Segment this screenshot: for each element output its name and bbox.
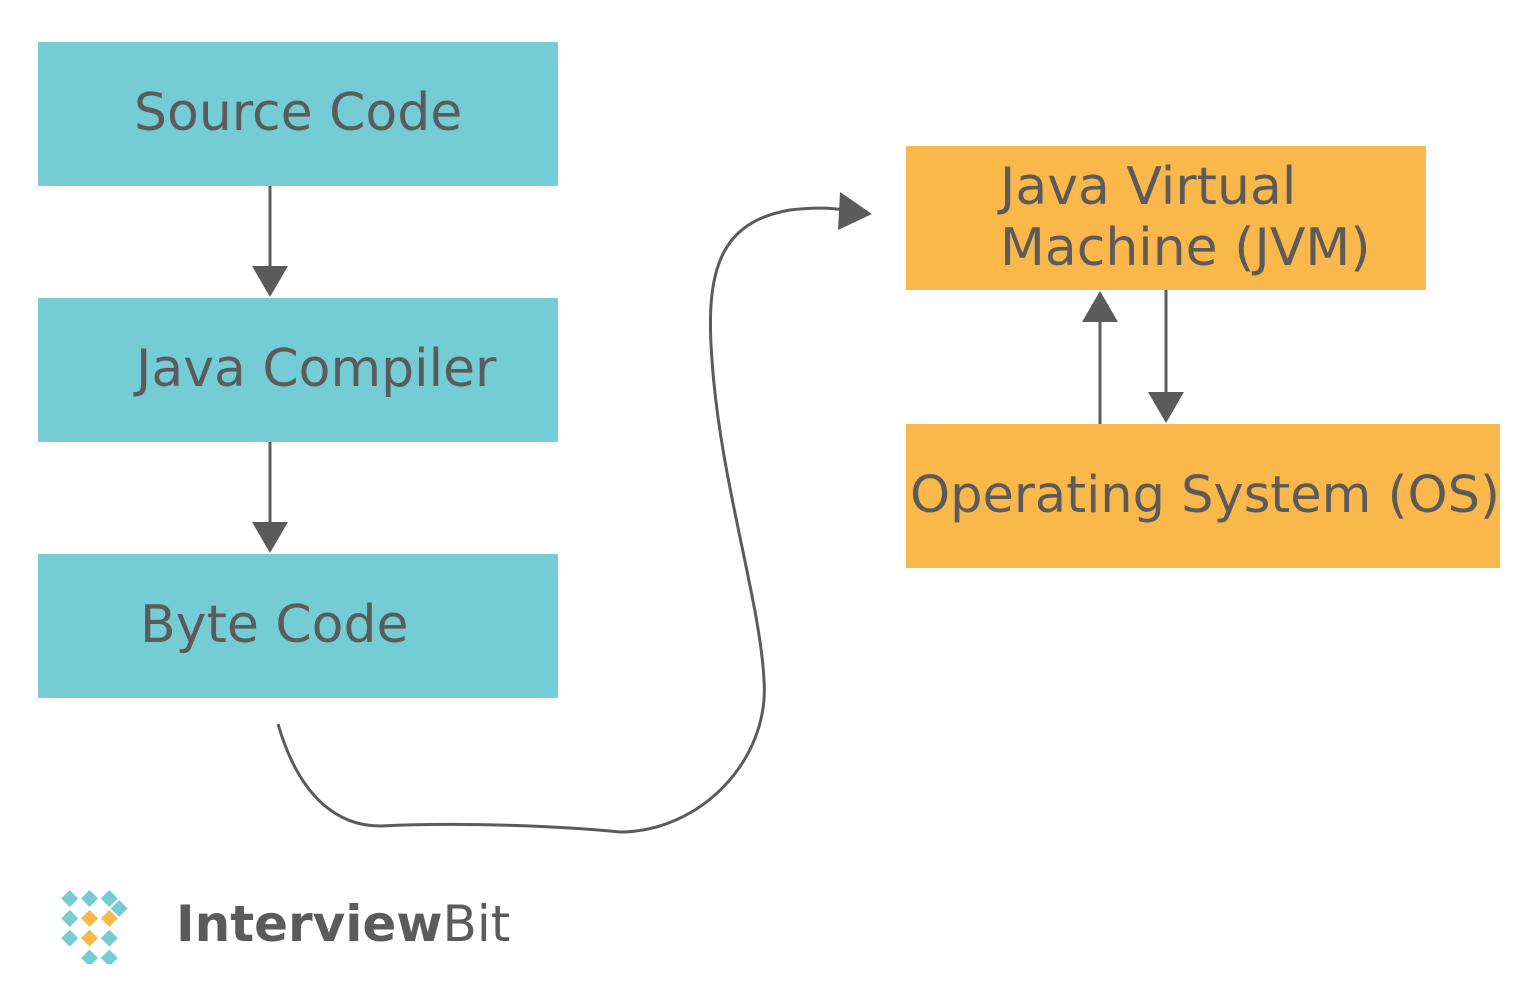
interviewbit-logo: InterviewBit bbox=[34, 884, 510, 964]
os-label: Operating System (OS) bbox=[910, 465, 1500, 525]
source-code-node: Source Code bbox=[38, 42, 558, 186]
arrow-bytecode-to-jvm bbox=[276, 192, 872, 834]
java-compiler-node: Java Compiler bbox=[38, 298, 558, 442]
diamond-grid-icon bbox=[61, 890, 128, 964]
arrow-source-to-compiler bbox=[252, 186, 288, 297]
logo-word-interview: Interview bbox=[176, 895, 443, 953]
arrow-os-to-jvm bbox=[1082, 291, 1118, 424]
java-compiler-label: Java Compiler bbox=[136, 339, 497, 400]
byte-code-node: Byte Code bbox=[38, 554, 558, 698]
os-node: Operating System (OS) bbox=[906, 424, 1500, 568]
jvm-label-line2: Machine (JVM) bbox=[1000, 218, 1371, 278]
arrow-compiler-to-bytecode bbox=[252, 442, 288, 553]
source-code-label: Source Code bbox=[134, 83, 463, 144]
jvm-label-line1: Java Virtual bbox=[1000, 156, 1297, 217]
jvm-node: Java Virtual Machine (JVM) bbox=[906, 146, 1426, 290]
arrow-jvm-to-os bbox=[1148, 290, 1184, 423]
logo-wordmark: InterviewBit bbox=[176, 895, 510, 953]
byte-code-label: Byte Code bbox=[140, 595, 409, 656]
logo-word-bit: Bit bbox=[442, 895, 511, 953]
